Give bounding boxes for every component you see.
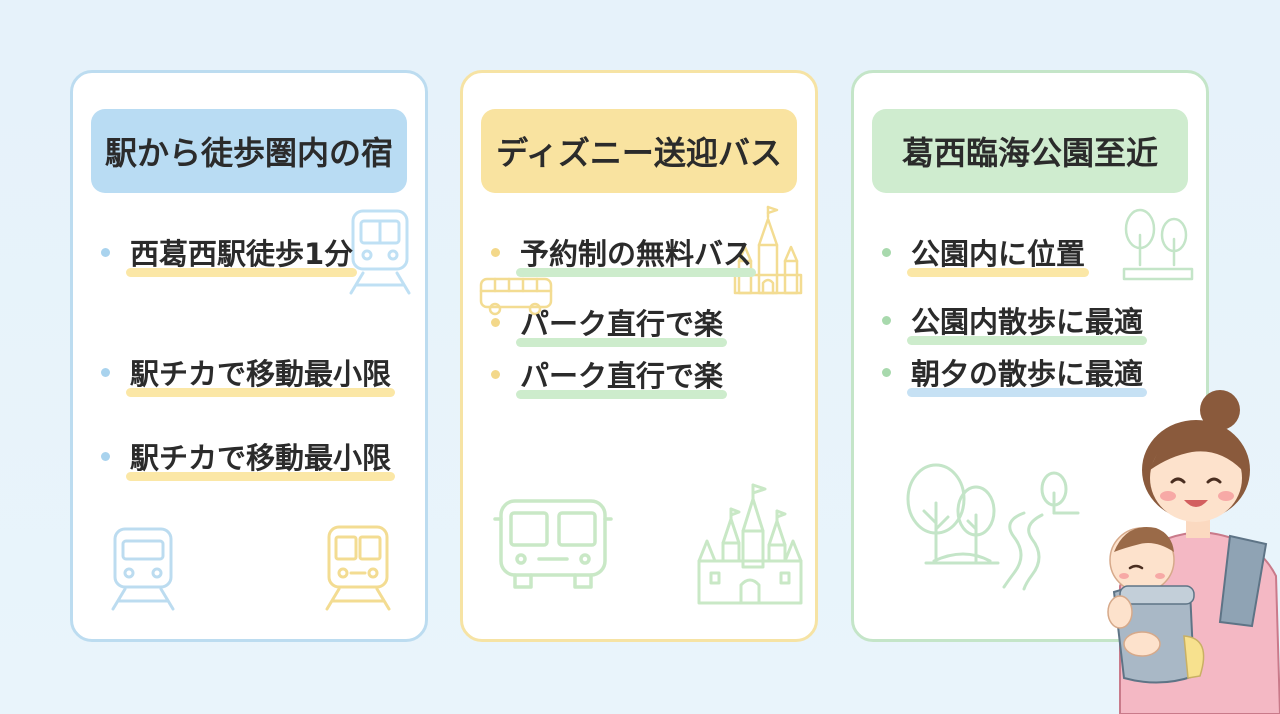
park-icon xyxy=(906,463,1080,591)
list-item: 西葛西駅徒歩1分 xyxy=(101,231,358,277)
bullet-dot xyxy=(491,317,500,327)
list-item: 予約制の無料バス xyxy=(491,231,757,277)
list-item: パーク直行で楽 xyxy=(491,353,728,399)
list-item: 公園内に位置 xyxy=(882,231,1090,277)
card-shuttle: ディズニー送迎バス 予約制の無料バス パーク直行で楽 パーク直行で楽 xyxy=(460,70,818,642)
list-item: パーク直行で楽 xyxy=(491,301,728,347)
castle-icon xyxy=(733,205,803,295)
item-text: 駅チカで移動最小限 xyxy=(126,351,396,397)
item-text: 朝夕の散歩に最適 xyxy=(907,351,1148,397)
list-item: 駅チカで移動最小限 xyxy=(101,435,396,481)
bullet-dot xyxy=(882,247,891,257)
list-item: 駅チカで移動最小限 xyxy=(101,351,396,397)
card-title: 葛西臨海公園至近 xyxy=(872,109,1188,193)
bullet-dot xyxy=(882,315,891,325)
mother-with-baby-illustration xyxy=(1107,390,1280,714)
castle-icon xyxy=(697,483,803,605)
item-text: 西葛西駅徒歩1分 xyxy=(126,231,358,277)
item-text: 公園内に位置 xyxy=(907,231,1090,277)
train-icon xyxy=(325,525,391,611)
item-text: 駅チカで移動最小限 xyxy=(126,435,396,481)
item-text: パーク直行で楽 xyxy=(516,353,728,399)
item-text: 予約制の無料バス xyxy=(516,231,757,277)
card-title: 駅から徒歩圏内の宿 xyxy=(91,109,407,193)
list-item: 朝夕の散歩に最適 xyxy=(882,351,1148,397)
train-icon xyxy=(111,527,175,611)
bullet-dot xyxy=(101,451,110,461)
bus-icon xyxy=(479,277,553,316)
card-station: 駅から徒歩圏内の宿 西葛西駅徒歩1分 駅チカで移動最小限 駅チカで移動最小限 xyxy=(70,70,428,642)
card-title: ディズニー送迎バス xyxy=(481,109,797,193)
train-icon xyxy=(349,209,411,295)
item-text: 公園内散歩に最適 xyxy=(907,299,1148,345)
bullet-dot xyxy=(491,369,500,379)
item-text: パーク直行で楽 xyxy=(516,301,728,347)
list-item: 公園内散歩に最適 xyxy=(882,299,1148,345)
tree-icon xyxy=(1122,208,1194,281)
bus-icon xyxy=(493,499,613,589)
bullet-dot xyxy=(101,367,110,377)
bullet-dot xyxy=(882,367,891,377)
bullet-dot xyxy=(101,247,110,257)
bullet-dot xyxy=(491,247,500,257)
